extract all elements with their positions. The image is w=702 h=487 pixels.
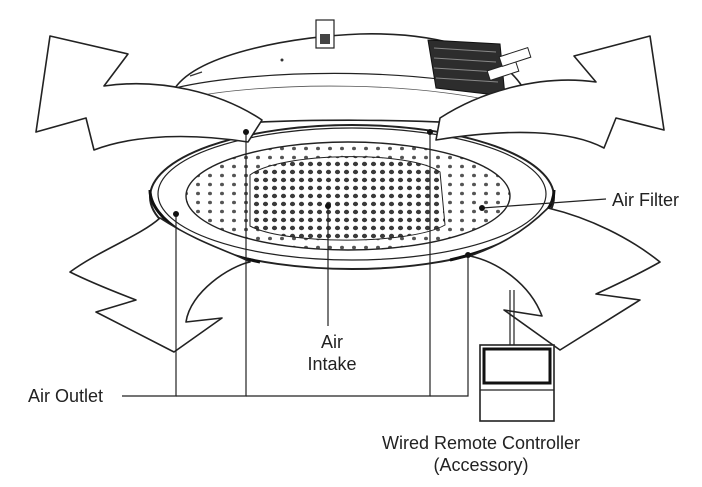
airflow-arrows <box>35 35 665 353</box>
airflow-arrow-top-right <box>435 35 665 149</box>
air-intake-label-line1: Air <box>321 332 343 352</box>
leader-lines <box>122 132 607 397</box>
airflow-arrow-top-left <box>35 35 263 151</box>
air-intake-label-line2: Intake <box>307 354 357 374</box>
air-intake-grille <box>249 156 446 241</box>
air-outlet-label: Air Outlet <box>28 386 104 406</box>
unit-body <box>174 19 532 131</box>
air-filter-label: Air Filter <box>612 190 679 210</box>
airflow-arrow-bottom-right <box>469 207 661 351</box>
wired-remote-controller <box>479 344 555 422</box>
air-intake-label: Air Intake <box>300 331 364 375</box>
remote-display <box>482 347 552 385</box>
remote-label-line2: (Accessory) <box>433 455 529 475</box>
remote-label-line1: Wired Remote Controller <box>381 433 581 453</box>
wired-remote-controller-label: Wired Remote Controller (Accessory) <box>357 432 605 476</box>
airflow-arrow-bottom-left <box>69 217 251 353</box>
leader-anchor-dots <box>173 129 485 258</box>
